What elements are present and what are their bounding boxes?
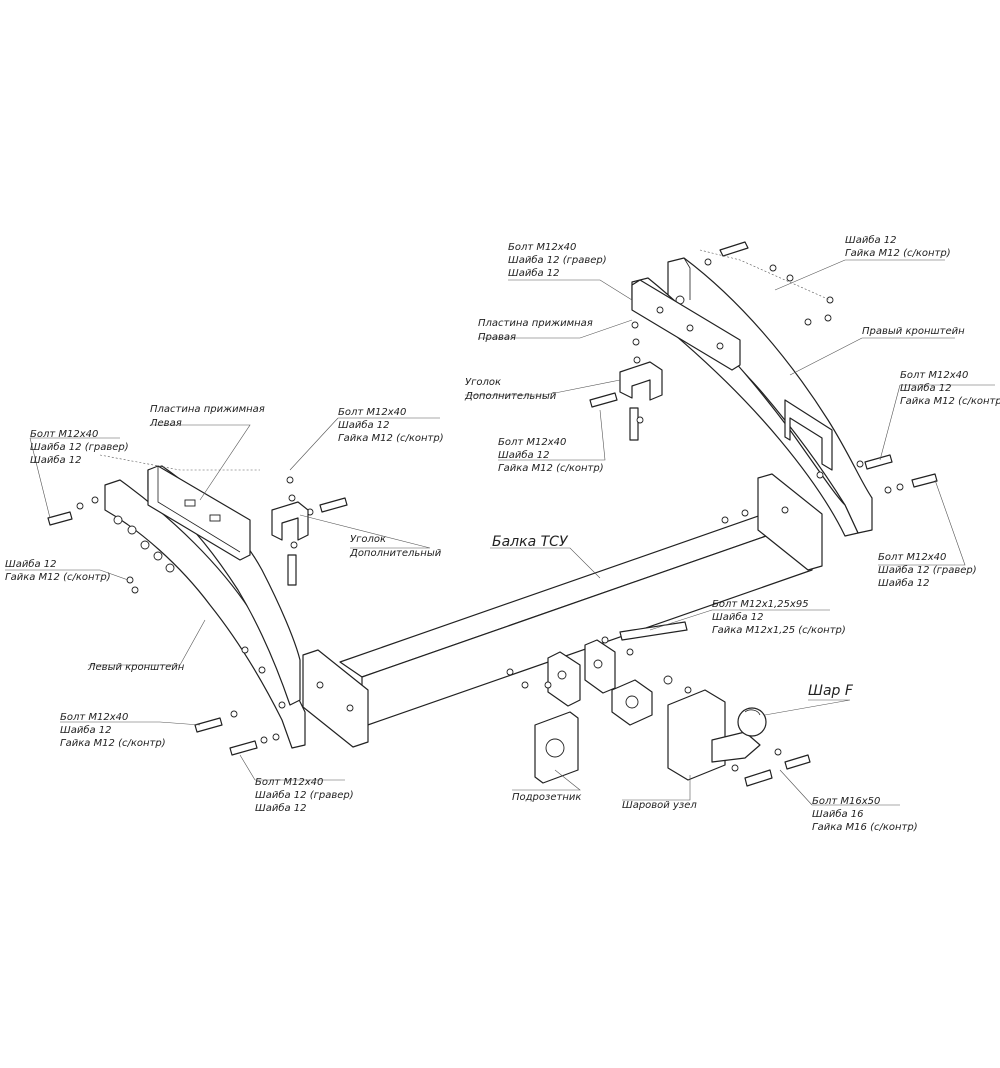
label-top-bolt-2: Шайба 12 (гравер) bbox=[508, 254, 607, 266]
label-ball-bolt-1: Болт M16х50 bbox=[812, 796, 880, 807]
labels-top-bolt: Болт M12х40 Шайба 12 (гравер) Шайба 12 bbox=[508, 242, 607, 279]
label-beam: Балка ТСУ bbox=[492, 534, 569, 550]
labels-left-bottom-bolt2: Болт M12х40 Шайба 12 (гравер) Шайба 12 bbox=[255, 777, 354, 814]
label-left-corner-bolt-1: Болт M12х40 bbox=[338, 407, 406, 418]
label-corner-right-2: Дополнительный bbox=[464, 391, 557, 402]
label-left-bottom-bolt-1: Болт M12х40 bbox=[60, 712, 128, 723]
label-right-bolt3-1: Болт M12х40 bbox=[878, 552, 946, 563]
labels-ball-bolt: Болт M16х50 Шайба 16 Гайка M16 (с/контр) bbox=[812, 796, 918, 833]
label-left-corner-bolt-3: Гайка M12 (с/контр) bbox=[338, 433, 444, 444]
label-left-corner-bolt-2: Шайба 12 bbox=[338, 419, 390, 431]
label-top-right-washer-1: Шайба 12 bbox=[845, 234, 897, 246]
label-top-bolt-1: Болт M12х40 bbox=[508, 242, 576, 253]
label-ball-bolt-3: Гайка M16 (с/контр) bbox=[812, 822, 918, 833]
additional-corner-brackets bbox=[271, 361, 663, 541]
label-left-bottom-bolt2-2: Шайба 12 (гравер) bbox=[255, 789, 354, 801]
labels-right-bolt-group2: Болт M12х40 Шайба 12 Гайка M12 (с/контр) bbox=[900, 370, 1000, 407]
label-ball-bolt-2: Шайба 16 bbox=[812, 808, 864, 820]
left-pressure-plate bbox=[147, 465, 251, 561]
labels-left-washer: Шайба 12 Гайка M12 (с/контр) bbox=[5, 558, 111, 583]
fasteners bbox=[47, 241, 938, 787]
labels-corner-left: Уголок Дополнительный bbox=[349, 534, 442, 559]
labels-left-bolt-group: Болт M12х40 Шайба 12 (гравер) Шайба 12 bbox=[30, 429, 129, 466]
label-left-washer-1: Шайба 12 bbox=[5, 558, 57, 570]
label-right-bolt2-3: Гайка M12 (с/контр) bbox=[900, 396, 1000, 407]
label-left-plate-1: Пластина прижимная bbox=[150, 404, 265, 415]
right-pressure-plate bbox=[631, 279, 741, 371]
label-left-bottom-bolt2-1: Болт M12х40 bbox=[255, 777, 323, 788]
labels-left-plate: Пластина прижимная Левая bbox=[149, 404, 265, 429]
ball-mount-plates bbox=[547, 639, 616, 707]
label-right-plate-2: Правая bbox=[478, 332, 516, 343]
label-left-bolt-1: Болт M12х40 bbox=[30, 429, 98, 440]
label-left-bottom-bolt-2: Шайба 12 bbox=[60, 724, 112, 736]
label-center-bolt-1: Болт M12х1,25х95 bbox=[712, 599, 809, 610]
label-corner-left-1: Уголок bbox=[350, 534, 386, 545]
label-center-bolt-3: Гайка M12х1,25 (с/контр) bbox=[712, 625, 846, 636]
labels-right-plate: Пластина прижимная Правая bbox=[478, 318, 593, 343]
label-ball: Шар F bbox=[808, 683, 854, 699]
label-left-washer-2: Гайка M12 (с/контр) bbox=[5, 572, 111, 583]
label-right-plate-1: Пластина прижимная bbox=[478, 318, 593, 329]
label-corner-left-2: Дополнительный bbox=[349, 548, 442, 559]
socket-holder-part bbox=[534, 711, 579, 784]
label-center-bolt-2: Шайба 12 bbox=[712, 611, 764, 623]
label-left-bottom-bolt2-3: Шайба 12 bbox=[255, 802, 307, 814]
labels-right-bolt-mid: Болт M12х40 Шайба 12 Гайка M12 (с/контр) bbox=[498, 437, 604, 474]
label-left-bottom-bolt-3: Гайка M12 (с/контр) bbox=[60, 738, 166, 749]
label-left-bracket: Левый кронштейн bbox=[87, 662, 185, 673]
label-right-bolt-mid-1: Болт M12х40 bbox=[498, 437, 566, 448]
label-right-bracket: Правый кронштейн bbox=[862, 326, 965, 337]
label-socket-holder: Подрозетник bbox=[512, 792, 581, 803]
labels-center-bolt: Болт M12х1,25х95 Шайба 12 Гайка M12х1,25… bbox=[712, 599, 846, 636]
label-right-bolt-mid-3: Гайка M12 (с/контр) bbox=[498, 463, 604, 474]
labels-right-bolt-group3: Болт M12х40 Шайба 12 (гравер) Шайба 12 bbox=[878, 552, 977, 589]
tow-beam bbox=[302, 473, 823, 748]
leader-lines bbox=[5, 249, 995, 806]
labels-corner-right: Уголок Дополнительный bbox=[464, 377, 557, 402]
label-right-bolt3-3: Шайба 12 bbox=[878, 577, 930, 589]
labels-left-corner-bolt: Болт M12х40 Шайба 12 Гайка M12 (с/контр) bbox=[338, 407, 444, 444]
labels-top-right-washer: Шайба 12 Гайка M12 (с/контр) bbox=[845, 234, 951, 259]
label-top-bolt-3: Шайба 12 bbox=[508, 267, 560, 279]
label-ball-joint: Шаровой узел bbox=[622, 800, 697, 811]
labels-left-bottom-bolt: Болт M12х40 Шайба 12 Гайка M12 (с/контр) bbox=[60, 712, 166, 749]
label-right-bolt2-1: Болт M12х40 bbox=[900, 370, 968, 381]
label-right-bolt3-2: Шайба 12 (гравер) bbox=[878, 564, 977, 576]
label-top-right-washer-2: Гайка M12 (с/контр) bbox=[845, 248, 951, 259]
label-left-bolt-3: Шайба 12 bbox=[30, 454, 82, 466]
label-left-bolt-2: Шайба 12 (гравер) bbox=[30, 441, 129, 453]
label-left-plate-2: Левая bbox=[149, 418, 182, 429]
ball-joint-part bbox=[611, 679, 767, 781]
label-right-bolt-mid-2: Шайба 12 bbox=[498, 449, 550, 461]
label-corner-right-1: Уголок bbox=[465, 377, 501, 388]
label-right-bolt2-2: Шайба 12 bbox=[900, 382, 952, 394]
